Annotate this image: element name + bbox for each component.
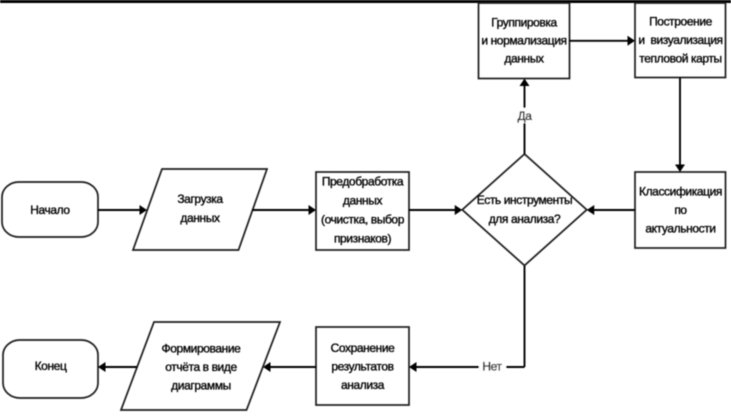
svg-text:Группировка: Группировка (491, 16, 557, 30)
svg-text:Конец: Конец (35, 359, 67, 373)
svg-text:тепловой карты: тепловой карты (639, 52, 721, 66)
svg-text:Есть инструменты: Есть инструменты (477, 193, 572, 207)
svg-text:Предобработка: Предобработка (322, 175, 404, 189)
svg-text:данных: данных (343, 194, 383, 208)
svg-text:Нет: Нет (482, 360, 502, 374)
svg-text:и визуализация: и визуализация (638, 33, 722, 47)
svg-text:актуальности: актуальности (645, 222, 715, 236)
svg-text:и нормализация: и нормализация (481, 34, 566, 48)
svg-text:анализа: анализа (341, 378, 385, 392)
svg-text:отчёта в виде: отчёта в виде (165, 360, 237, 374)
svg-text:Сохранение: Сохранение (331, 341, 396, 355)
svg-text:Формирование: Формирование (162, 342, 242, 356)
svg-text:результатов: результатов (331, 360, 393, 374)
svg-text:Классификация: Классификация (639, 185, 722, 199)
svg-text:Да: Да (517, 109, 532, 123)
svg-text:диаграммы: диаграммы (171, 379, 231, 393)
svg-text:Загрузка: Загрузка (177, 192, 223, 206)
svg-text:признаков): признаков) (334, 232, 392, 246)
svg-text:Построение: Построение (649, 15, 713, 29)
svg-text:данных: данных (504, 52, 544, 66)
svg-text:Начало: Начало (30, 203, 70, 217)
svg-text:для анализа?: для анализа? (489, 212, 561, 226)
svg-text:данных: данных (180, 211, 220, 225)
svg-text:по: по (674, 203, 687, 217)
svg-text:(очистка, выбор: (очистка, выбор (321, 213, 405, 227)
